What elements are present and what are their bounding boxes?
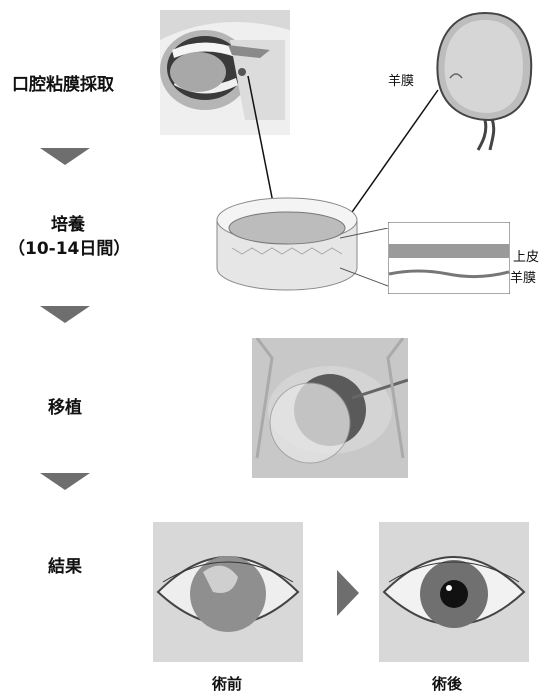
step-transplant-label: 移植 <box>30 396 100 420</box>
before-caption: 術前 <box>212 673 242 694</box>
step-result-label: 結果 <box>30 555 100 579</box>
transplant-illustration <box>252 338 408 478</box>
cross-section-leader <box>340 228 390 288</box>
amnion-layer-label: 羊膜 <box>510 267 536 286</box>
after-caption: 術後 <box>432 673 462 694</box>
epithelium-label: 上皮 <box>513 246 539 265</box>
eye-after-illustration <box>379 522 529 662</box>
eye-before-illustration <box>153 522 303 662</box>
down-arrow-2 <box>40 306 90 323</box>
result-arrow-right <box>337 570 359 616</box>
down-arrow-3 <box>40 473 90 490</box>
tissue-cross-section <box>388 222 510 294</box>
